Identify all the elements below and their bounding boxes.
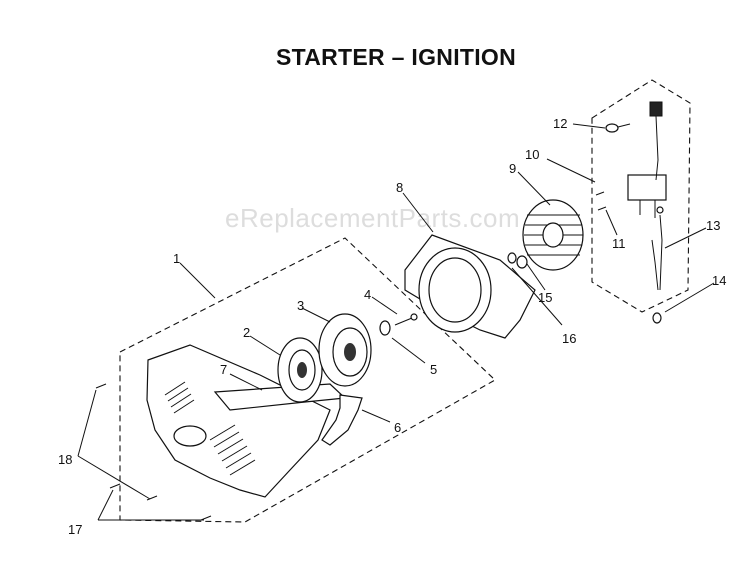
callout-4: 4 bbox=[364, 287, 371, 302]
callout-1: 1 bbox=[173, 251, 180, 266]
flywheel-nut bbox=[507, 252, 517, 264]
ignition-group-boundary bbox=[591, 79, 691, 313]
callout-14: 14 bbox=[712, 273, 726, 288]
callout-17: 17 bbox=[68, 522, 82, 537]
leader-lines bbox=[77, 123, 715, 521]
callout-2: 2 bbox=[243, 325, 250, 340]
spark-plug-cap bbox=[649, 101, 663, 291]
callout-18: 18 bbox=[58, 452, 72, 467]
fan-housing bbox=[404, 234, 536, 339]
diagram-title: STARTER – IGNITION bbox=[275, 44, 517, 70]
ignition-switch bbox=[605, 123, 631, 133]
flywheel-washer bbox=[516, 255, 528, 269]
flywheel bbox=[522, 199, 584, 271]
callout-labels: 1 2 3 4 5 6 7 8 9 10 11 12 13 14 15 16 1… bbox=[58, 116, 726, 537]
callout-5: 5 bbox=[430, 362, 437, 377]
rewind-spring bbox=[277, 337, 323, 403]
callout-12: 12 bbox=[553, 116, 567, 131]
rope-pulley bbox=[318, 313, 372, 387]
housing-screws bbox=[95, 383, 212, 521]
callout-13: 13 bbox=[706, 218, 720, 233]
starter-group-boundary bbox=[119, 237, 496, 523]
callout-16: 16 bbox=[562, 331, 576, 346]
callout-15: 15 bbox=[538, 290, 552, 305]
callout-8: 8 bbox=[396, 180, 403, 195]
starter-handle bbox=[321, 394, 363, 446]
callout-11: 11 bbox=[612, 236, 626, 251]
wire-clamp-screw bbox=[652, 312, 662, 324]
callout-3: 3 bbox=[297, 298, 304, 313]
ignition-module bbox=[627, 174, 667, 218]
callout-6: 6 bbox=[394, 420, 401, 435]
callout-9: 9 bbox=[509, 161, 516, 176]
ignition-screws bbox=[595, 191, 607, 211]
callout-7: 7 bbox=[220, 362, 227, 377]
callout-10: 10 bbox=[525, 147, 539, 162]
watermark: eReplacementParts.com bbox=[225, 203, 521, 233]
pulley-screw bbox=[394, 313, 418, 326]
pulley-washer bbox=[379, 320, 391, 336]
